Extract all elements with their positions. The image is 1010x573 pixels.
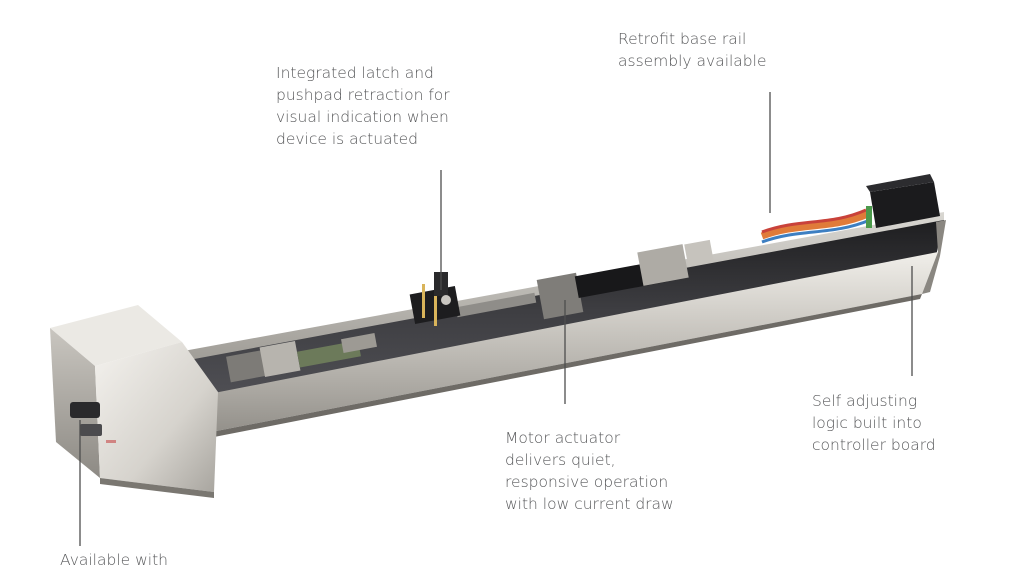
rail-front-face — [170, 252, 938, 440]
callout-self-adjusting-logic: Self adjusting logic built into controll… — [812, 390, 936, 456]
controller-connector — [866, 174, 940, 228]
callout-line: assembly available — [618, 52, 767, 70]
callout-retrofit-rail: Retrofit base rail assembly available — [618, 28, 767, 72]
latch-assembly — [409, 272, 461, 326]
ribbon-cable — [760, 208, 871, 244]
callout-line: responsive operation — [505, 473, 669, 491]
mounting-head — [50, 305, 218, 498]
callout-line: visual indication when — [276, 108, 449, 126]
callout-line: with low current draw — [505, 495, 674, 513]
callout-available-with: Available with — [60, 549, 168, 571]
callout-latch-retraction: Integrated latch and pushpad retraction … — [276, 62, 450, 150]
callout-line: Self adjusting — [812, 392, 918, 410]
callout-motor-actuator: Motor actuator delivers quiet, responsiv… — [505, 427, 674, 515]
callout-line: Available with — [60, 551, 168, 569]
callout-line: device is actuated — [276, 130, 419, 148]
internal-mechanism — [226, 239, 714, 383]
callout-line: logic built into — [812, 414, 922, 432]
rail-bottom-edge — [168, 294, 922, 446]
callout-line: Retrofit base rail — [618, 30, 747, 48]
callout-line: Motor actuator — [505, 429, 621, 447]
rail-end-cap — [922, 220, 946, 294]
callout-line: pushpad retraction for — [276, 86, 450, 104]
callout-line: controller board — [812, 436, 936, 454]
callout-line: Integrated latch and — [276, 64, 434, 82]
callout-line: delivers quiet, — [505, 451, 616, 469]
